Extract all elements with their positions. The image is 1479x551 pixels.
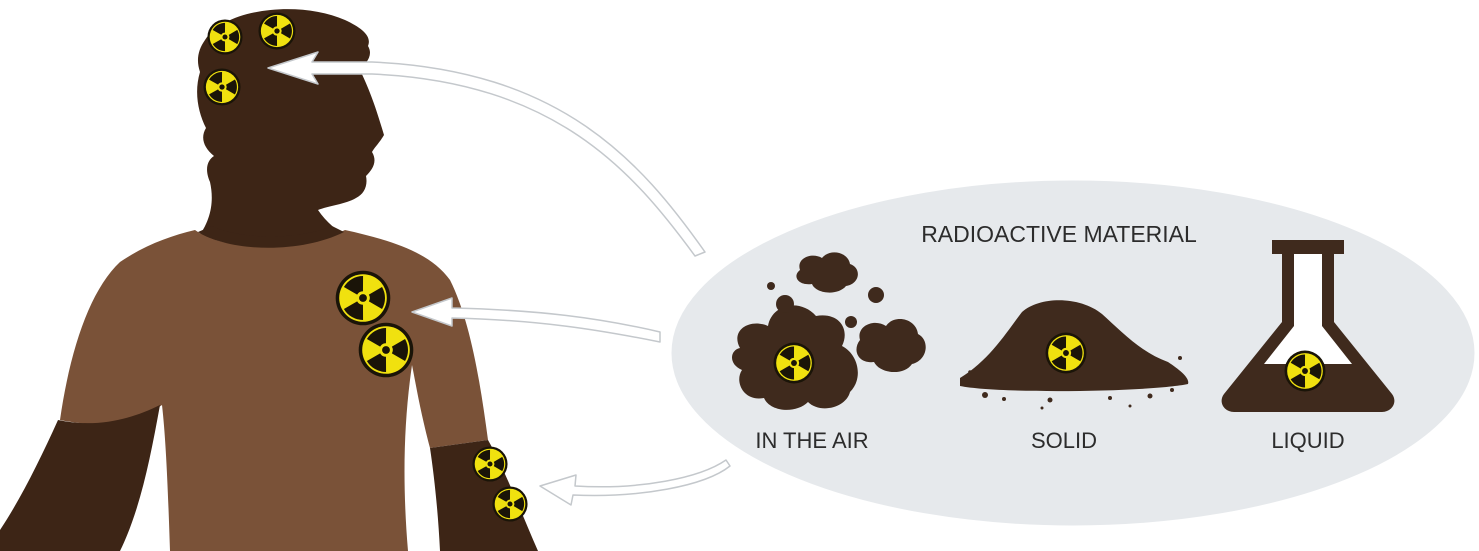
radiation-icon — [1284, 350, 1326, 392]
radiation-icon — [1045, 332, 1087, 374]
flask-icon — [1221, 240, 1395, 412]
left-arm-silhouette — [0, 405, 160, 551]
arrow-to-arm — [539, 459, 731, 506]
neck-shadow — [198, 226, 344, 248]
state-label-solid: SOLID — [1031, 428, 1097, 453]
diagram-title: RADIOACTIVE MATERIAL — [921, 221, 1197, 247]
arrow-to-head — [267, 51, 706, 257]
state-label-liquid: LIQUID — [1271, 428, 1344, 453]
person-silhouette — [0, 9, 538, 551]
radiation-icon — [492, 486, 528, 522]
radiation-icon — [472, 446, 508, 482]
radiation-icon — [358, 322, 414, 378]
radiation-icon — [203, 68, 241, 106]
state-label-air: IN THE AIR — [755, 428, 868, 453]
radiation-icon — [258, 12, 296, 50]
exposure-arrows — [267, 51, 731, 506]
radiation-icon — [773, 342, 815, 384]
radiation-icon — [207, 19, 243, 55]
right-arm-silhouette — [430, 440, 538, 551]
radiation-icon — [335, 270, 391, 326]
arrow-to-shoulder — [411, 297, 661, 343]
